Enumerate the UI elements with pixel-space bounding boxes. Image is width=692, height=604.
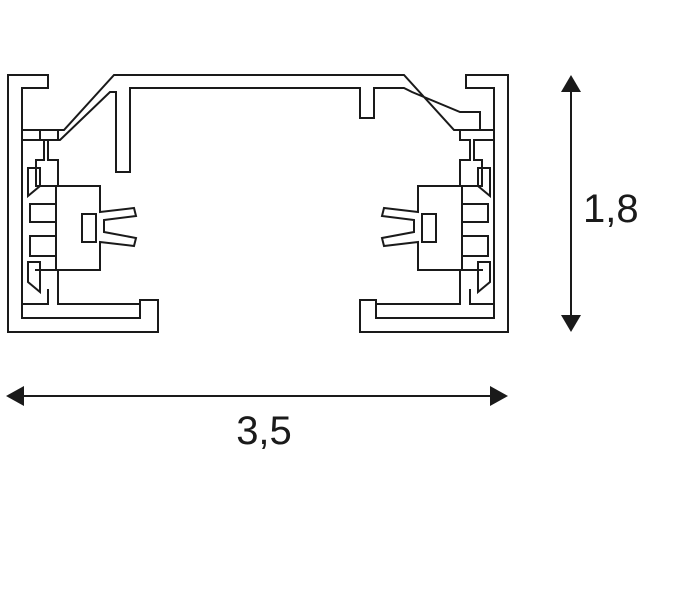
profile-right-inner-rail [459, 129, 495, 187]
width-arrow-right [490, 386, 508, 406]
profile-right-lower-rail [375, 269, 495, 305]
width-dimension: 3,5 [6, 386, 508, 453]
profile-top-cover [39, 74, 481, 173]
height-dimension-label: 1,8 [583, 187, 639, 231]
left-conductor-holder [27, 167, 138, 295]
width-dimension-label: 3,5 [236, 409, 292, 453]
profile-outer-shell-right [359, 74, 509, 333]
profile-outer-shell [7, 74, 159, 333]
profile-left-inner-rail [21, 129, 59, 187]
track-profile-cross-section [7, 74, 509, 333]
height-arrow-bottom [561, 315, 581, 332]
height-dimension: 1,8 [561, 75, 639, 332]
right-conductor-holder [380, 167, 491, 295]
height-arrow-top [561, 75, 581, 92]
width-arrow-left [6, 386, 24, 406]
